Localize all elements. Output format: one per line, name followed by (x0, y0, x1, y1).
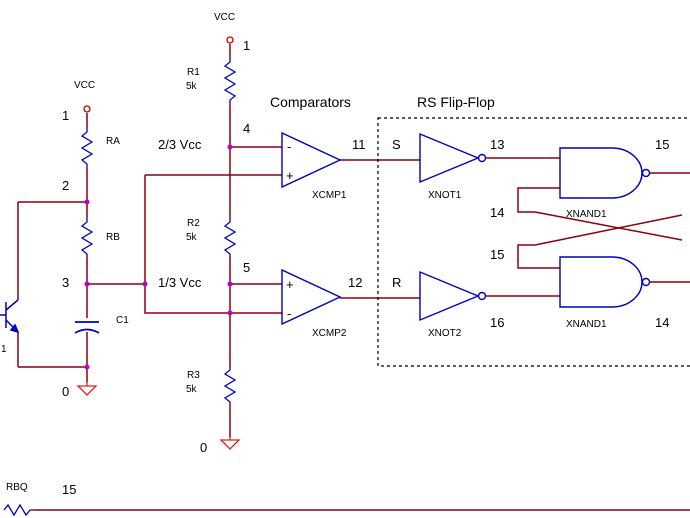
xcmp1-label: XCMP1 (312, 190, 347, 201)
node-12-label: 12 (348, 275, 362, 290)
r1-label: R1 (187, 67, 200, 78)
ra-label: RA (106, 136, 120, 147)
xnot1-label: XNOT1 (428, 190, 462, 201)
vcc-top-label: VCC (214, 12, 235, 23)
inverter-xnot2 (419, 270, 480, 322)
inverter-xnot1 (419, 132, 480, 184)
resistor-rb (80, 218, 94, 258)
two-thirds-vcc-label: 2/3 Vcc (158, 137, 202, 152)
cmp1-plus-label: + (286, 168, 294, 183)
inverter-xnot2-bubble (477, 291, 487, 301)
cap-plate-bottom (74, 328, 100, 334)
node-14-mid-label: 14 (490, 205, 504, 220)
resistor-r3 (223, 366, 237, 406)
junction-node3 (84, 281, 90, 287)
wire-fb-top (517, 187, 560, 213)
xnot2-label: XNOT2 (428, 328, 462, 339)
node-16-label: 16 (490, 315, 504, 330)
junction-node4 (227, 144, 233, 150)
xnand1-bottom-label: XNAND1 (566, 319, 607, 330)
cmp2-plus-label: + (286, 277, 294, 292)
junction-cmp2-minus (227, 310, 233, 316)
nand-bottom (559, 256, 643, 308)
comparator-xcmp1 (281, 131, 342, 189)
junction-threshold (142, 281, 148, 287)
r3-label: R3 (187, 370, 200, 381)
ground-left-icon (76, 382, 98, 396)
c1-label: C1 (116, 315, 129, 326)
r-input-label: R (392, 275, 401, 290)
one-third-vcc-label: 1/3 Vcc (158, 275, 202, 290)
wire-fb-bot (517, 244, 560, 269)
resistor-r1 (223, 58, 237, 104)
flipflop-boundary (377, 117, 690, 367)
node-11-label: 11 (352, 137, 366, 152)
node-1-left-label: 1 (62, 108, 69, 123)
transistor-pin-label: 1 (1, 344, 7, 355)
capacitor-c1 (74, 321, 100, 334)
comparators-title: Comparators (270, 94, 351, 110)
node-14-bot-label: 14 (655, 315, 669, 330)
nand-top-bubble (641, 168, 651, 178)
nand-top (559, 147, 643, 199)
s-input-label: S (392, 137, 401, 152)
resistors (3, 58, 237, 517)
inverter-xnot1-bubble (477, 153, 487, 163)
junctions (84, 144, 233, 370)
resistor-rbq (3, 503, 34, 517)
xnand1-top-label: XNAND1 (566, 209, 607, 220)
nand-gates (559, 147, 651, 308)
junction-node2 (84, 199, 90, 205)
r3-value-label: 5k (186, 384, 198, 395)
vcc-left-label: VCC (74, 80, 95, 91)
wire-cross-b (534, 214, 683, 246)
text-labels: VCC 1 R1 5k Comparators RS Flip-Flop VCC… (1, 12, 669, 497)
transistor-collector (5, 299, 19, 311)
r2-value-label: 5k (186, 232, 198, 243)
node-5-label: 5 (243, 260, 250, 275)
wire-threshold (144, 175, 230, 314)
r2-label: R2 (187, 218, 200, 229)
nand-bottom-bubble (641, 277, 651, 287)
inverters (419, 132, 487, 322)
ground-right-icon (219, 437, 241, 450)
r1-value-label: 5k (186, 81, 198, 92)
transistor-arrow (9, 323, 20, 334)
node-15-mid-label: 15 (490, 247, 504, 262)
node-13-label: 13 (490, 137, 504, 152)
rbq-label: RBQ (6, 482, 28, 493)
node-2-label: 2 (62, 178, 69, 193)
node-0-right-label: 0 (200, 440, 207, 455)
node-4-label: 4 (243, 121, 250, 136)
comparator-xcmp2 (281, 268, 342, 326)
junction-node5 (227, 281, 233, 287)
node-0-left-label: 0 (62, 384, 69, 399)
xcmp2-label: XCMP2 (312, 328, 347, 339)
wire-cross-a (534, 211, 683, 241)
resistor-r2 (223, 218, 237, 258)
rs-flipflop-title: RS Flip-Flop (417, 94, 495, 110)
junction-gnd-left (84, 364, 90, 370)
transistor (0, 299, 20, 334)
node-15-top-label: 15 (655, 137, 669, 152)
power-symbols (76, 36, 241, 450)
vcc-left-terminal (83, 105, 91, 113)
rb-label: RB (106, 232, 120, 243)
cmp1-minus-label: - (287, 139, 291, 154)
vcc-top-terminal (226, 36, 234, 44)
node-15-bot-label: 15 (62, 482, 76, 497)
node-3-label: 3 (62, 275, 69, 290)
resistor-ra (80, 128, 94, 168)
node-1-top-label: 1 (243, 38, 250, 53)
cmp2-minus-label: - (287, 306, 291, 321)
comparators (281, 131, 342, 326)
